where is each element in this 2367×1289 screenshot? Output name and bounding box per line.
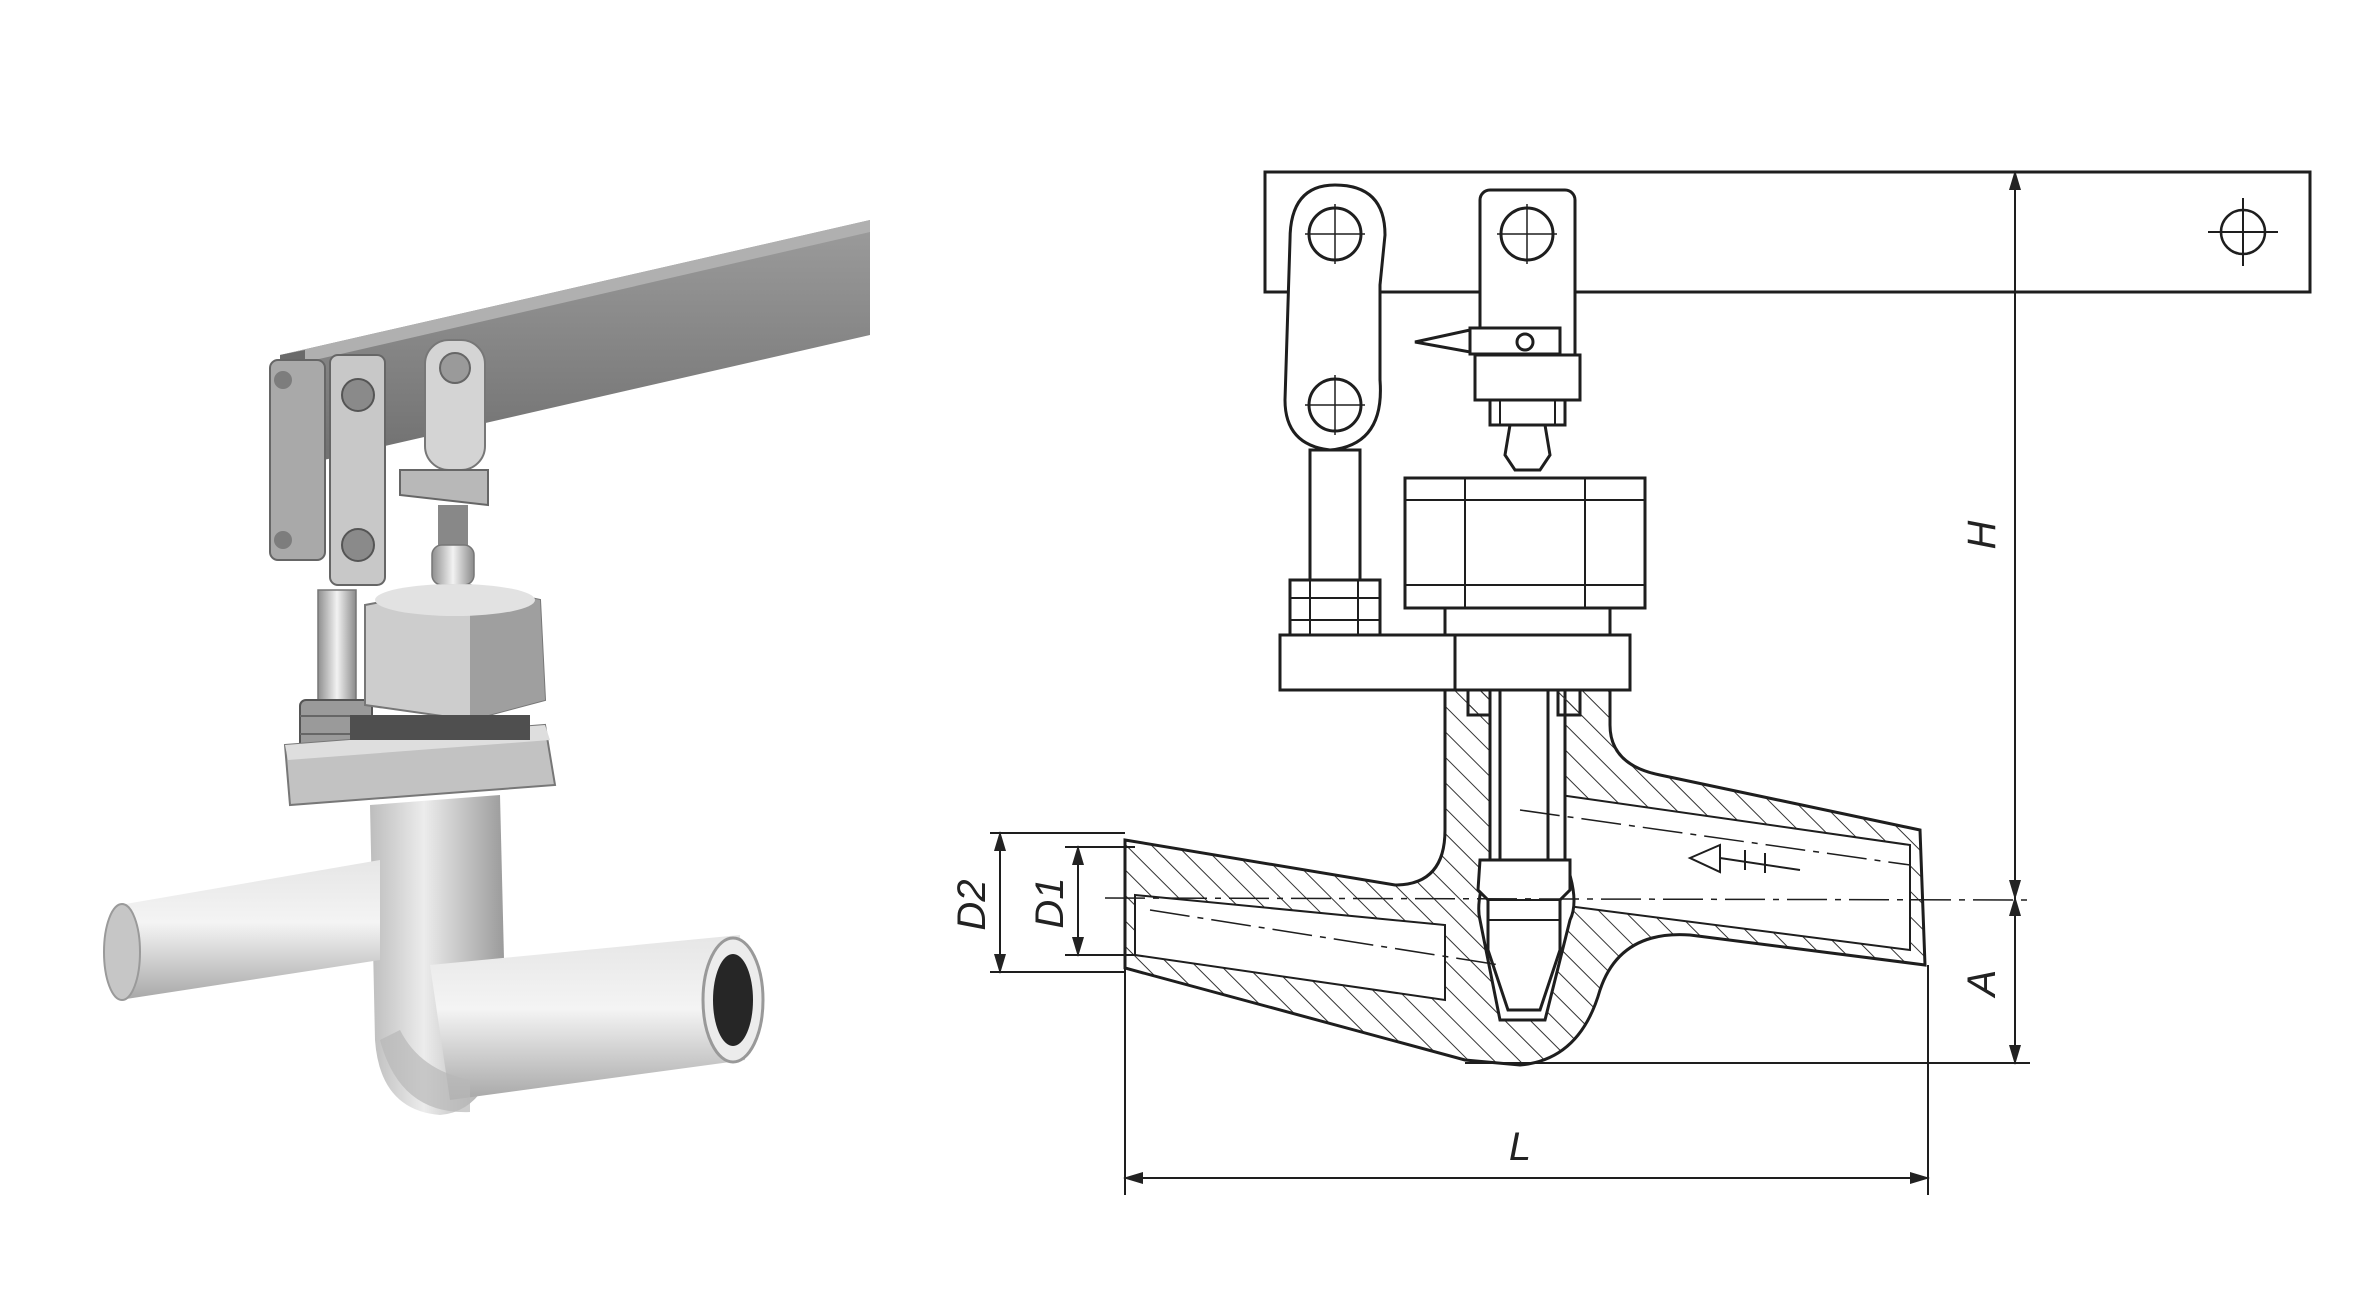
valve-section-drawing: H A L D2 D1 (950, 170, 2312, 1195)
lever-outline (1263, 170, 2312, 294)
dim-label-d2: D2 (950, 879, 994, 930)
valve-body-3d (103, 795, 765, 1115)
dimension-lines (990, 170, 2030, 1195)
flange-plate-3d (283, 715, 557, 807)
dim-label-h: H (1960, 520, 2004, 549)
spindle-fork (1414, 188, 1582, 472)
valve-3d-render (103, 220, 870, 1115)
pivot-mark (2208, 198, 2278, 266)
dimension-labels: H A L D2 D1 (950, 520, 2004, 1169)
flow-arrow (1687, 843, 1801, 874)
gland-nut-3d (364, 583, 547, 722)
link-bracket-3d (269, 354, 386, 586)
centerlines (1104, 809, 2031, 966)
dim-label-d1: D1 (1028, 877, 1072, 928)
gland-nut (1403, 476, 1647, 640)
spindle-fork-3d (399, 339, 489, 586)
flange (1278, 633, 1632, 692)
dim-label-l: L (1509, 1125, 1531, 1169)
link-plate (1283, 183, 1387, 642)
dim-label-a: A (1960, 970, 2004, 999)
body-section (1123, 688, 1927, 1067)
